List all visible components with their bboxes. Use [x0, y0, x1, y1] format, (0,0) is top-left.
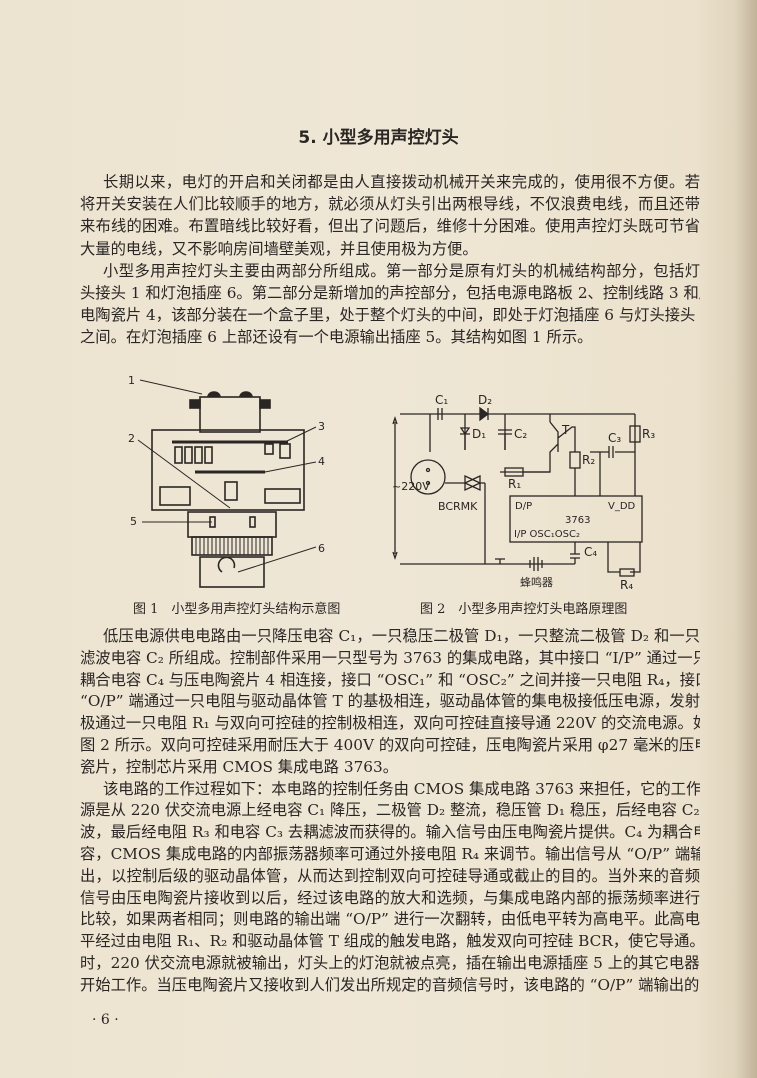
text-line: 滤波电容 C₂ 所组成。控制部件采用一只型号为 3763 的集成电路，其中接口 …: [80, 648, 700, 667]
label-r1: R₁: [508, 477, 521, 491]
label-c1: C₁: [435, 393, 448, 407]
text-line: 来布线的困难。布置暗线比较好看，但出了问题后，维修十分困难。使用声控灯头既可节省: [80, 217, 700, 236]
figure-2-caption: 图 2 小型多用声控灯头电路原理图: [420, 602, 628, 617]
text-line: 耦合电容 C₄ 与压电陶瓷片 4 相连接，接口 “OSC₁” 和 “OSC₂” …: [80, 670, 700, 689]
text-line: 比较，如果两者相同；则电路的输出端 “O/P” 进行一次翻转，由低电平转为高电平…: [80, 910, 700, 929]
label-bcrmk: BCRMK: [438, 500, 478, 513]
label-ic-pins: I/P OSC₁OSC₂: [514, 529, 580, 540]
text-line: 图 2 所示。双向可控硅采用耐压大于 400V 的双向可控硅，压电陶瓷片采用 φ…: [80, 735, 700, 754]
text-line: 出，以控制后级的驱动晶体管，从而达到控制双向可控硅导通或截止的目的。当外来的音频: [80, 866, 700, 885]
label-c4: C₄: [584, 545, 597, 559]
text-line: 信号由压电陶瓷片接收到以后，经过该电路的放大和选频，与集成电路内部的振荡频率进行: [80, 888, 700, 907]
figure-2-circuit-diagram: C₁ D₂ D₁ C₂ T C₃ R₃ R₂ ~220V R₁ BCRMK D/…: [392, 393, 655, 592]
text-line: 波，最后经电阻 R₃ 和电容 C₃ 去耦滤波而获得的。输入信号由压电陶瓷片提供。…: [80, 823, 700, 842]
text-line: 平经过由电阻 R₁、R₂ 和驱动晶体管 T 组成的触发电路，触发双向可控硅 BC…: [80, 932, 700, 951]
text-line: 低压电源供电电路由一只降压电容 C₁，一只稳压二极管 D₁，一只整流二极管 D₂…: [103, 627, 700, 645]
body-text-bottom: 低压电源供电电路由一只降压电容 C₁，一只稳压二极管 D₁，一只整流二极管 D₂…: [80, 626, 700, 997]
figure-1-structure-diagram: 1 2 3 4 5 6: [128, 374, 325, 588]
label-r3: R₃: [642, 427, 655, 441]
text-line: 电陶瓷片 4，该部分装在一个盒子里，处于整个灯头的中间，即处于灯泡插座 6 与灯…: [80, 306, 700, 325]
text-line: 时，220 伏交流电源就被输出，灯头上的灯泡就被点亮，插在输出电源插座 5 上的…: [80, 953, 700, 972]
text-line: 开始工作。当压电陶瓷片又接收到人们发出所规定的音频信号时，该电路的 “O/P” …: [80, 975, 700, 994]
body-text-top: 长期以来，电灯的开启和关闭都是由人直接拨动机械开关来完成的，使用很不方便。若将开…: [80, 171, 700, 349]
text-line: 瓷片，控制芯片采用 CMOS 集成电路 3763。: [80, 757, 399, 776]
text-line: 头接头 1 和灯泡插座 6。第二部分是新增加的声控部分，包括电源电路板 2、控制…: [80, 283, 700, 302]
label-d2: D₂: [478, 393, 492, 407]
label-buzzer: 蜂鸣器: [520, 575, 553, 589]
figure-1-label-5: 5: [130, 515, 137, 528]
label-c2: C₂: [514, 427, 527, 441]
page-edge-shadow: [735, 0, 757, 1078]
label-r2: R₂: [582, 453, 595, 467]
label-r4: R₄: [620, 578, 633, 592]
text-line: 小型多用声控灯头主要由两部分所组成。第一部分是原有灯头的机械结构部分，包括灯: [103, 261, 700, 280]
text-line: 容，CMOS 集成电路的内部振荡器频率可通过外接电阻 R₄ 来调节。输出信号从 …: [80, 844, 700, 863]
figure-1-label-6: 6: [318, 542, 325, 555]
text-line: 该电路的工作过程如下：本电路的控制任务由 CMOS 集成电路 3763 来担任，…: [103, 779, 700, 798]
figure-1-label-3: 3: [318, 420, 325, 433]
label-ic-3763: 3763: [565, 515, 590, 526]
page-number: · 6 ·: [92, 1012, 119, 1028]
text-line: 长期以来，电灯的开启和关闭都是由人直接拨动机械开关来完成的，使用很不方便。若: [103, 173, 700, 191]
section-title: 5. 小型多用声控灯头: [298, 128, 459, 148]
text-line: 源是从 220 伏交流电源上经电容 C₁ 降压，二极管 D₂ 整流，稳压管 D₁…: [80, 801, 700, 820]
text-line: 大量的电线，又不影响房间墙壁美观，并且使用极为方便。: [80, 239, 478, 258]
text-line: 极通过一只电阻 R₁ 与双向可控硅的控制极相连，双向可控硅直接导通 220V 的…: [80, 714, 700, 733]
figure-1-caption: 图 1 小型多用声控灯头结构示意图: [133, 602, 341, 617]
label-vdd: V_DD: [608, 501, 636, 512]
label-d1: D₁: [472, 427, 486, 441]
figure-1-label-1: 1: [128, 374, 135, 387]
text-line: 之间。在灯泡插座 6 上部还设有一个电源输出插座 5。其结构如图 1 所示。: [80, 328, 593, 347]
figure-1-label-2: 2: [128, 432, 135, 445]
label-t: T: [561, 423, 570, 437]
text-line: 将开关安装在人们比较顺手的地方，就必须从灯头引出两根导线，不仅浪费电线，而且还带: [80, 195, 700, 214]
figure-1-label-4: 4: [318, 455, 325, 468]
text-line: “O/P” 端通过一只电阻与驱动晶体管 T 的基极相连，驱动晶体管的集电极接低压…: [80, 692, 700, 711]
label-op: D/P: [515, 501, 532, 512]
label-220v: ~220V: [392, 480, 430, 493]
label-c3: C₃: [608, 431, 621, 445]
